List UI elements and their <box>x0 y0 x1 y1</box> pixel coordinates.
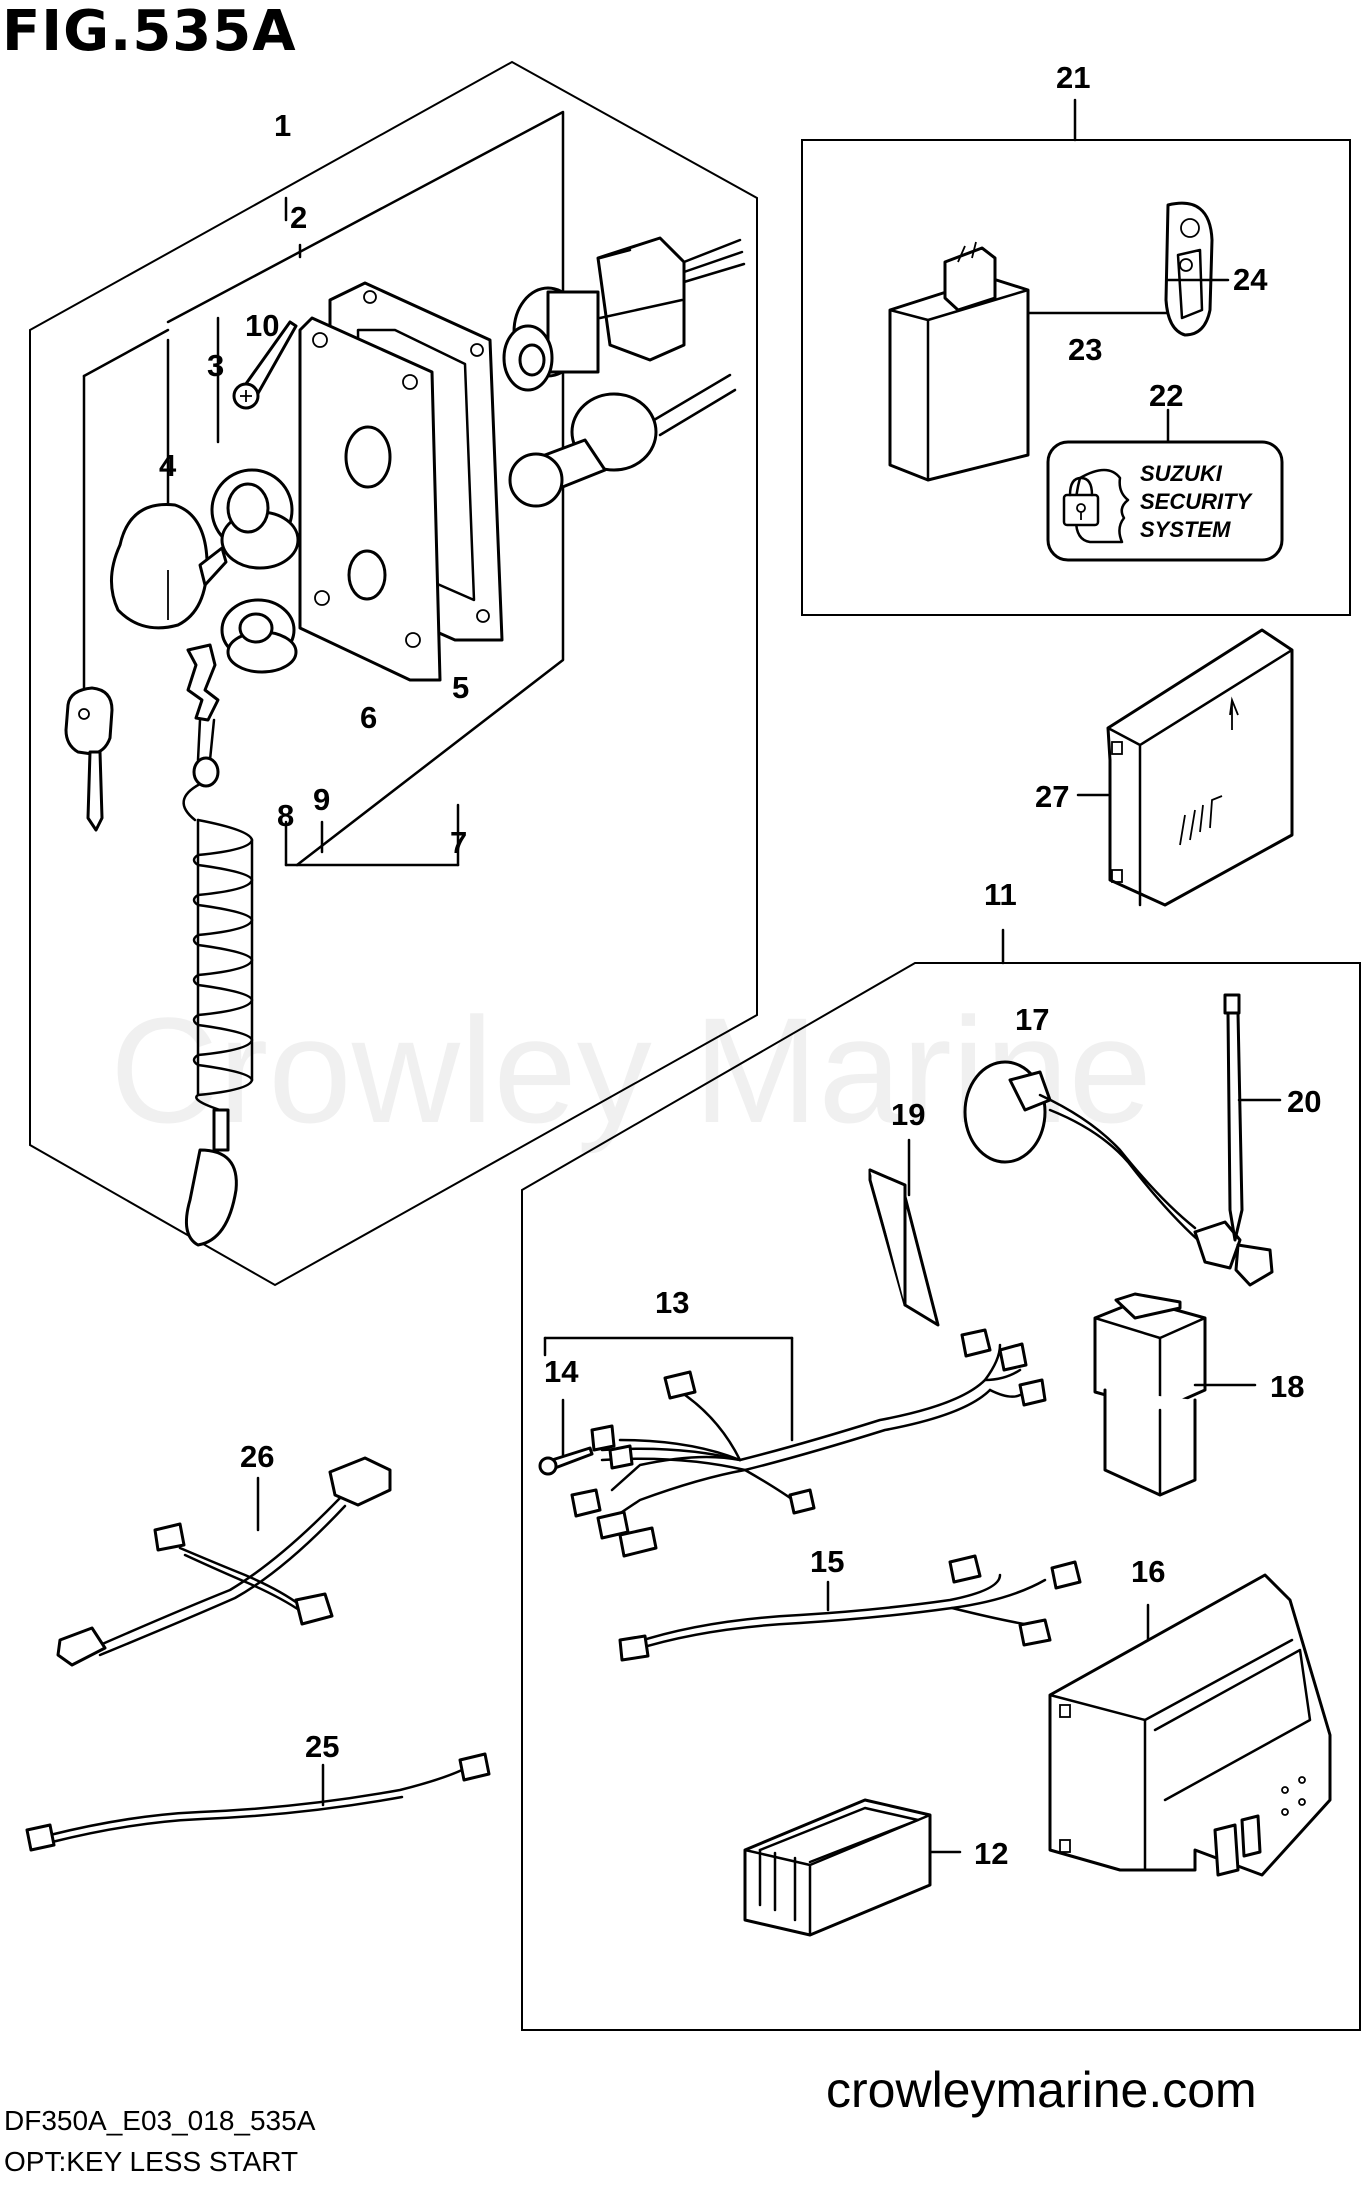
key-fob <box>1164 201 1214 337</box>
callout-2: 2 <box>290 200 307 235</box>
callout-27: 27 <box>1035 779 1069 814</box>
knob <box>109 503 228 630</box>
harness-screw <box>538 1446 594 1476</box>
relay-case <box>743 1798 932 1937</box>
callout-15: 15 <box>810 1544 844 1579</box>
callout-24: 24 <box>1233 262 1268 297</box>
callout-19: 19 <box>891 1097 925 1132</box>
emergency-stop-lanyard <box>182 643 254 1247</box>
harness-cover <box>1048 1573 1332 1877</box>
callout-9: 9 <box>313 782 330 817</box>
callout-20: 20 <box>1287 1084 1321 1119</box>
callout-26: 26 <box>240 1439 274 1474</box>
callout-16: 16 <box>1131 1554 1165 1589</box>
key <box>64 686 114 832</box>
callout-21: 21 <box>1056 60 1090 95</box>
callout-5: 5 <box>452 670 469 705</box>
callout-23: 23 <box>1068 332 1102 367</box>
callout-12: 12 <box>974 1836 1008 1871</box>
stop-switch <box>508 373 737 508</box>
screw <box>232 320 298 410</box>
badge-line-security: SECURITY <box>1140 489 1254 514</box>
callout-14: 14 <box>544 1354 579 1389</box>
harness-25 <box>25 1752 491 1852</box>
main-harness <box>543 1328 1047 1558</box>
controller-box <box>1076 628 1294 907</box>
coil-cord <box>192 818 254 1112</box>
callout-3: 3 <box>207 348 224 383</box>
harness-26 <box>56 1456 392 1667</box>
callout-18: 18 <box>1270 1369 1304 1404</box>
callout-7: 7 <box>450 825 467 860</box>
callout-25: 25 <box>305 1729 339 1764</box>
callout-11: 11 <box>984 877 1017 912</box>
badge-line-suzuki: SUZUKI <box>1140 461 1223 486</box>
cable-tie <box>1223 993 1244 1242</box>
nut <box>210 468 300 570</box>
group-21-security-kit: SUZUKI SECURITY SYSTEM <box>801 98 1351 616</box>
website-url: crowleymarine.com <box>826 2062 1257 2118</box>
figure-title: FIG.535A <box>2 0 297 64</box>
security-system-badge: SUZUKI SECURITY SYSTEM <box>1046 440 1284 562</box>
callout-10: 10 <box>245 308 279 343</box>
badge-line-system: SYSTEM <box>1140 517 1231 542</box>
switch-panel-plate <box>298 281 504 682</box>
group-1-key-switch-assembly <box>29 60 758 1287</box>
ecu-module <box>888 241 1030 482</box>
diagram-description: OPT:KEY LESS START <box>4 2146 299 2177</box>
callout-13: 13 <box>655 1285 689 1320</box>
callout-8: 8 <box>277 798 294 833</box>
relay <box>1093 1292 1207 1497</box>
callout-17: 17 <box>1015 1002 1049 1037</box>
grommet <box>220 598 298 674</box>
instruction-card <box>868 1168 940 1327</box>
key-switch <box>502 236 746 392</box>
callout-4: 4 <box>159 448 177 483</box>
group-11-harness-kit <box>521 928 1361 2031</box>
diagram-code: DF350A_E03_018_535A <box>4 2105 316 2136</box>
callout-1: 1 <box>274 108 291 143</box>
callout-22: 22 <box>1149 378 1183 413</box>
callout-6: 6 <box>360 700 377 735</box>
callout-labels: 1 2 3 4 5 6 7 8 9 10 11 12 13 14 15 16 1… <box>159 60 1321 1871</box>
sensor-with-lead <box>963 1060 1274 1287</box>
extension-harness <box>618 1554 1082 1662</box>
